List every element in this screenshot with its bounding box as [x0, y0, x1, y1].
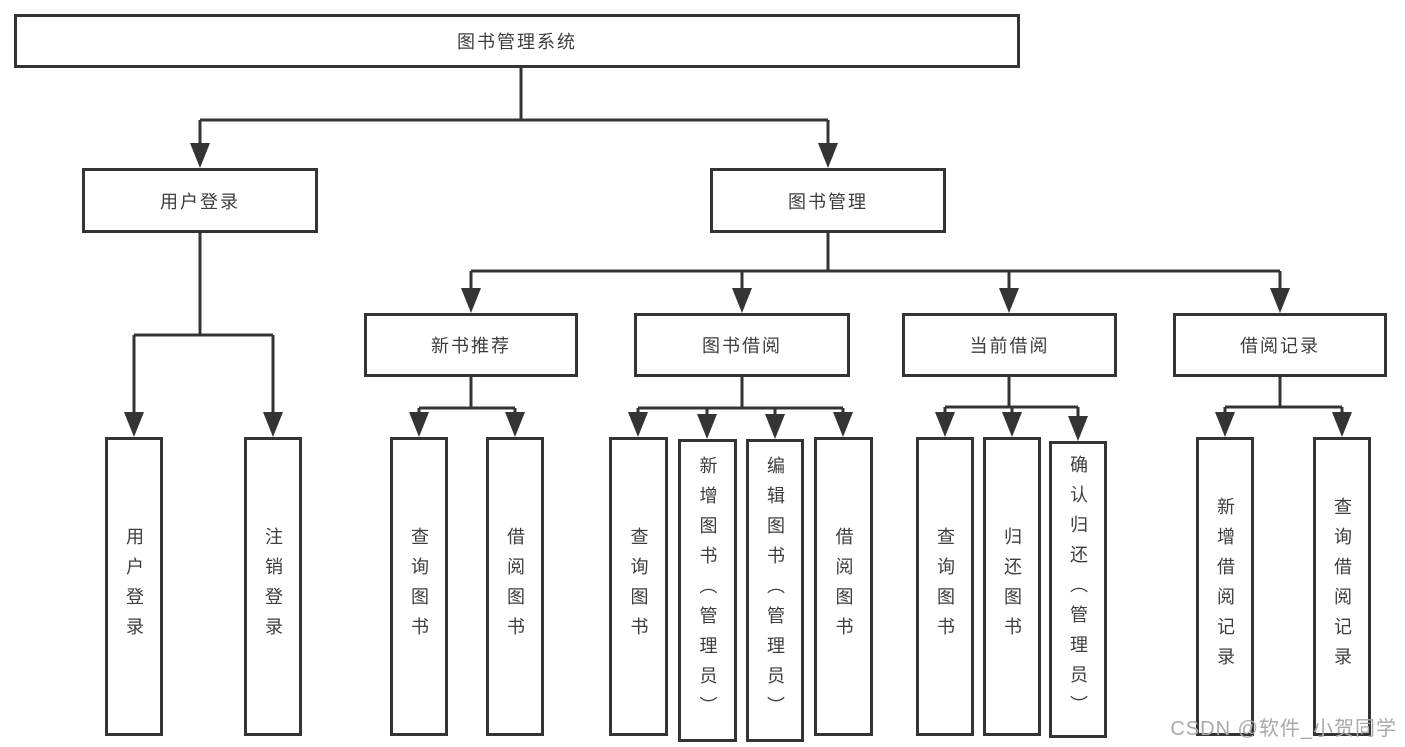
leaf-query-book-borrowing: 查询图书	[609, 437, 668, 736]
arrowheads	[124, 143, 1352, 441]
leaf-borrow-book-borrowing: 借阅图书	[814, 437, 873, 736]
node-book-management: 图书管理	[710, 168, 946, 233]
leaf-edit-book-admin-label: 编辑图书（管理员）	[765, 455, 785, 726]
connector-book-mgmt	[469, 233, 1282, 289]
leaf-query-book-recommend: 查询图书	[390, 437, 448, 736]
node-user-login-label: 用户登录	[160, 191, 240, 212]
leaf-edit-book-admin: 编辑图书（管理员）	[746, 439, 804, 742]
connector-new-book	[417, 377, 517, 413]
connector-user-login	[132, 233, 275, 413]
node-current-borrowing: 当前借阅	[902, 313, 1117, 377]
connector-root	[198, 68, 830, 144]
connector-current-borrow	[943, 377, 1080, 417]
node-user-login: 用户登录	[82, 168, 318, 233]
leaf-logout: 注销登录	[244, 437, 302, 736]
leaf-confirm-return-admin: 确认归还（管理员）	[1049, 441, 1107, 738]
watermark: CSDN @软件_小贺同学	[1170, 718, 1397, 740]
leaf-borrow-book-recommend: 借阅图书	[486, 437, 544, 736]
leaf-add-book-admin: 新增图书（管理员）	[678, 439, 737, 742]
node-book-borrowing: 图书借阅	[634, 313, 850, 377]
leaf-borrow-book-borrowing-label: 借阅图书	[833, 526, 854, 647]
leaf-query-borrow-record: 查询借阅记录	[1313, 437, 1371, 736]
leaf-query-book-borrowing-label: 查询图书	[628, 526, 649, 647]
node-new-book-recommend-label: 新书推荐	[431, 336, 511, 356]
leaf-logout-label: 注销登录	[263, 526, 283, 647]
leaf-return-book: 归还图书	[983, 437, 1041, 736]
node-borrow-records-label: 借阅记录	[1240, 336, 1320, 356]
node-book-borrowing-label: 图书借阅	[702, 336, 782, 356]
leaf-user-login: 用户登录	[105, 437, 163, 736]
node-borrow-records: 借阅记录	[1173, 313, 1387, 377]
leaf-query-book-current: 查询图书	[916, 437, 974, 736]
leaf-user-login-label: 用户登录	[124, 526, 144, 647]
node-system-root: 图书管理系统	[14, 14, 1020, 68]
leaf-query-book-current-label: 查询图书	[935, 526, 955, 647]
leaf-query-borrow-record-label: 查询借阅记录	[1332, 496, 1352, 677]
leaf-borrow-book-recommend-label: 借阅图书	[505, 526, 525, 647]
node-system-root-label: 图书管理系统	[457, 32, 577, 52]
leaf-query-book-recommend-label: 查询图书	[409, 526, 429, 647]
node-new-book-recommend: 新书推荐	[364, 313, 578, 377]
leaf-return-book-label: 归还图书	[1002, 526, 1022, 647]
connector-book-borrow	[636, 377, 845, 415]
leaf-add-borrow-record-label: 新增借阅记录	[1215, 496, 1235, 677]
leaf-confirm-return-admin-label: 确认归还（管理员）	[1068, 454, 1088, 725]
connector-borrow-records	[1223, 377, 1344, 413]
leaf-add-borrow-record: 新增借阅记录	[1196, 437, 1254, 736]
node-book-management-label: 图书管理	[788, 191, 868, 212]
leaf-add-book-admin-label: 新增图书（管理员）	[697, 455, 718, 726]
node-current-borrowing-label: 当前借阅	[969, 336, 1050, 356]
